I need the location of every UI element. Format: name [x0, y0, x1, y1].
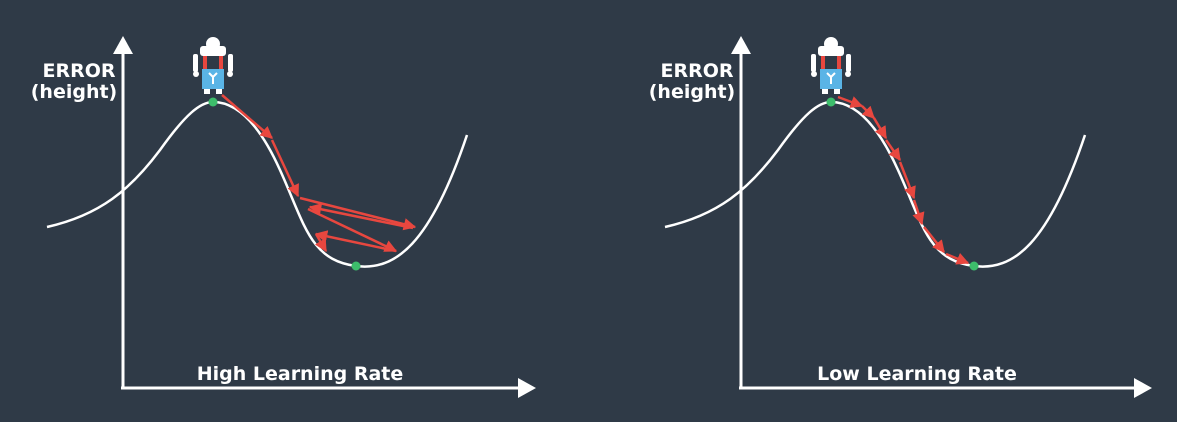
panel-low-learning-rate: ERROR (height) Low Learning Rate	[649, 36, 1152, 398]
panel-title: High Learning Rate	[197, 363, 404, 385]
minimum-point-dot	[969, 261, 979, 271]
y-axis	[731, 36, 751, 388]
error-curve	[46, 100, 469, 268]
robot-icon	[810, 36, 852, 95]
y-axis-label-line1: ERROR	[660, 60, 733, 82]
start-point-dot	[826, 97, 836, 107]
minimum-point-dot	[351, 261, 361, 271]
gradient-step-arrows	[221, 94, 417, 253]
x-axis	[121, 378, 536, 398]
panel-title: Low Learning Rate	[817, 363, 1017, 385]
y-axis-label-line1: ERROR	[42, 60, 115, 82]
robot-icon	[192, 36, 234, 95]
panel-high-learning-rate: ERROR (height) High Learning Rate	[31, 36, 536, 398]
y-axis-label-line2: (height)	[649, 81, 736, 103]
x-axis	[739, 378, 1152, 398]
y-axis-label-line2: (height)	[31, 81, 118, 103]
y-axis	[113, 36, 133, 388]
gradient-step-arrows	[837, 95, 970, 265]
start-point-dot	[208, 97, 218, 107]
error-curve	[664, 100, 1087, 268]
